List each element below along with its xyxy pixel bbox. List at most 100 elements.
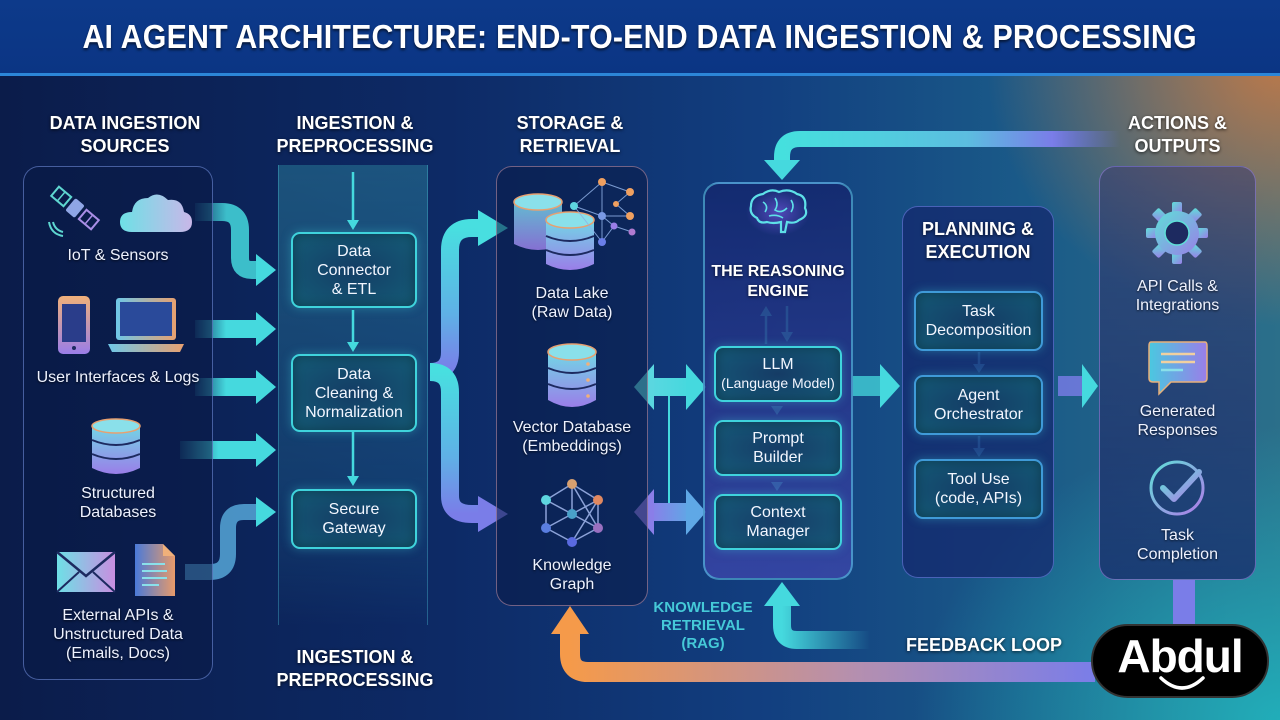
storage-title: STORAGE & RETRIEVAL [480,112,660,158]
storage-label-kg-line1: Knowledge [532,557,612,574]
storage-label-datalake-line1: Data Lake [535,285,609,302]
page-title: AI AGENT ARCHITECTURE: END-TO-END DATA I… [82,17,1198,55]
storage-label-vector-line2: (Embeddings) [522,438,622,455]
preprocessing-title: INGESTION & PREPROCESSING [265,112,445,158]
vector-database-icon [547,343,597,407]
rag-annotation-line3: (RAG) [681,635,725,652]
step-secure-gateway-line2: Gateway [322,520,386,537]
storage-label-datalake: Data Lake (Raw Data) [496,284,648,322]
step-data-connector-line2: Connector [317,261,391,279]
header-bar: AI AGENT ARCHITECTURE: END-TO-END DATA I… [0,0,1280,76]
step-prompt-builder-line2: Builder [753,449,803,466]
step-task-decomposition-line2: Decomposition [925,322,1032,339]
laptop-icon [108,298,184,352]
source-label-db-line1: Structured [81,485,155,502]
planning-title-line1: PLANNING & [922,219,1034,239]
check-circle-icon [1149,460,1205,516]
output-label-api-line1: API Calls & [1137,278,1218,295]
planning-title-line2: EXECUTION [925,242,1031,262]
preprocessing-title-line2: PREPROCESSING [276,136,434,156]
feedback-loop-label: FEEDBACK LOOP [906,635,1063,655]
arrow-planning-to-outputs [1058,364,1098,408]
logo-text: Abdul [1117,630,1243,682]
output-label-responses-line2: Responses [1137,422,1218,439]
storage-label-vector: Vector Database (Embeddings) [496,418,648,456]
chat-bubble-icon [1148,341,1208,396]
preprocessing-footer-line1: INGESTION & [296,647,414,667]
step-llm[interactable]: LLM (Language Model) [714,346,842,402]
source-label-ui: User Interfaces & Logs [36,369,200,386]
step-agent-orchestrator-line2: Orchestrator [934,406,1023,423]
storage-title-line2: RETRIEVAL [519,136,621,156]
source-label-apis-line3: (Emails, Docs) [65,645,170,662]
knowledge-graph-icon [541,479,603,547]
step-context-manager-line1: Context [750,504,806,521]
step-data-cleaning-line1: Data [337,365,371,383]
output-label-task: Task Completion [1099,526,1256,564]
storage-label-kg-line2: Graph [549,576,595,593]
step-llm-line1: LLM [762,356,794,373]
step-agent-orchestrator-line1: Agent [957,387,1000,404]
rag-annotation-line1: KNOWLEDGE [653,599,753,616]
smartphone-icon [58,296,90,354]
source-label-apis-line1: External APIs & [62,607,174,624]
gear-icon [1146,202,1208,264]
output-label-responses-line1: Generated [1139,403,1216,420]
reasoning-title-line1: THE REASONING [711,263,845,280]
sources-title-line1: DATA INGESTION [49,113,201,133]
storage-title-line1: STORAGE & [516,113,624,133]
storage-label-datalake-line2: (Raw Data) [531,304,613,321]
preprocessing-footer-line2: PREPROCESSING [276,670,434,690]
storage-label-kg: Knowledge Graph [496,556,648,594]
database-icon [91,418,141,474]
reasoning-title: THE REASONING ENGINE [703,262,853,302]
outputs-title-line2: OUTPUTS [1134,136,1221,156]
satellite-icon [48,185,101,237]
source-label-iot: IoT & Sensors [67,247,169,264]
step-data-connector-line3: & ETL [331,280,377,298]
planning-title: PLANNING & EXECUTION [902,218,1054,264]
step-tool-use-line2: (code, APIs) [934,490,1023,507]
storage-label-vector-line1: Vector Database [512,419,632,436]
sources-title-line2: SOURCES [80,136,170,156]
step-data-cleaning-line3: Normalization [305,403,403,421]
step-context-manager-line2: Manager [746,523,810,540]
step-data-connector-line1: Data [337,242,371,260]
outputs-title: ACTIONS & OUTPUTS [1095,112,1260,158]
source-label-apis-line2: Unstructured Data [53,626,183,643]
preprocessing-footer: INGESTION & PREPROCESSING [265,646,445,692]
output-label-api-line2: Integrations [1135,297,1220,314]
output-label-task-line1: Task [1161,527,1194,544]
feedback-loop-arrow [764,582,870,649]
top-feedback-arrow [764,131,1120,180]
step-secure-gateway-line1: Secure [328,501,380,518]
step-prompt-builder-line1: Prompt [752,430,804,447]
outputs-title-line1: ACTIONS & [1128,113,1227,133]
preprocessing-title-line1: INGESTION & [296,113,414,133]
output-label-responses: Generated Responses [1099,402,1256,440]
network-graph-icon [570,178,636,246]
envelope-icon [56,551,116,593]
output-label-task-line2: Completion [1137,546,1218,563]
cloud-icon [120,194,192,232]
arrow-reasoning-to-planning [852,364,900,408]
brain-icon [746,188,810,236]
rag-annotation: KNOWLEDGE RETRIEVAL (RAG) [648,599,758,653]
source-label-db: Structured Databases [23,484,213,522]
document-icon [135,544,175,596]
abdul-logo: Abdul [1091,624,1269,698]
step-task-decomposition-line1: Task [962,303,995,320]
sources-title: DATA INGESTION SOURCES [20,112,230,158]
step-data-cleaning-line2: Cleaning & [314,384,394,402]
step-tool-use[interactable]: Tool Use (code, APIs) [914,459,1043,519]
step-llm-line2: (Language Model) [721,375,835,391]
database-stack-icon [513,193,595,270]
step-tool-use-line1: Tool Use [947,471,1010,488]
